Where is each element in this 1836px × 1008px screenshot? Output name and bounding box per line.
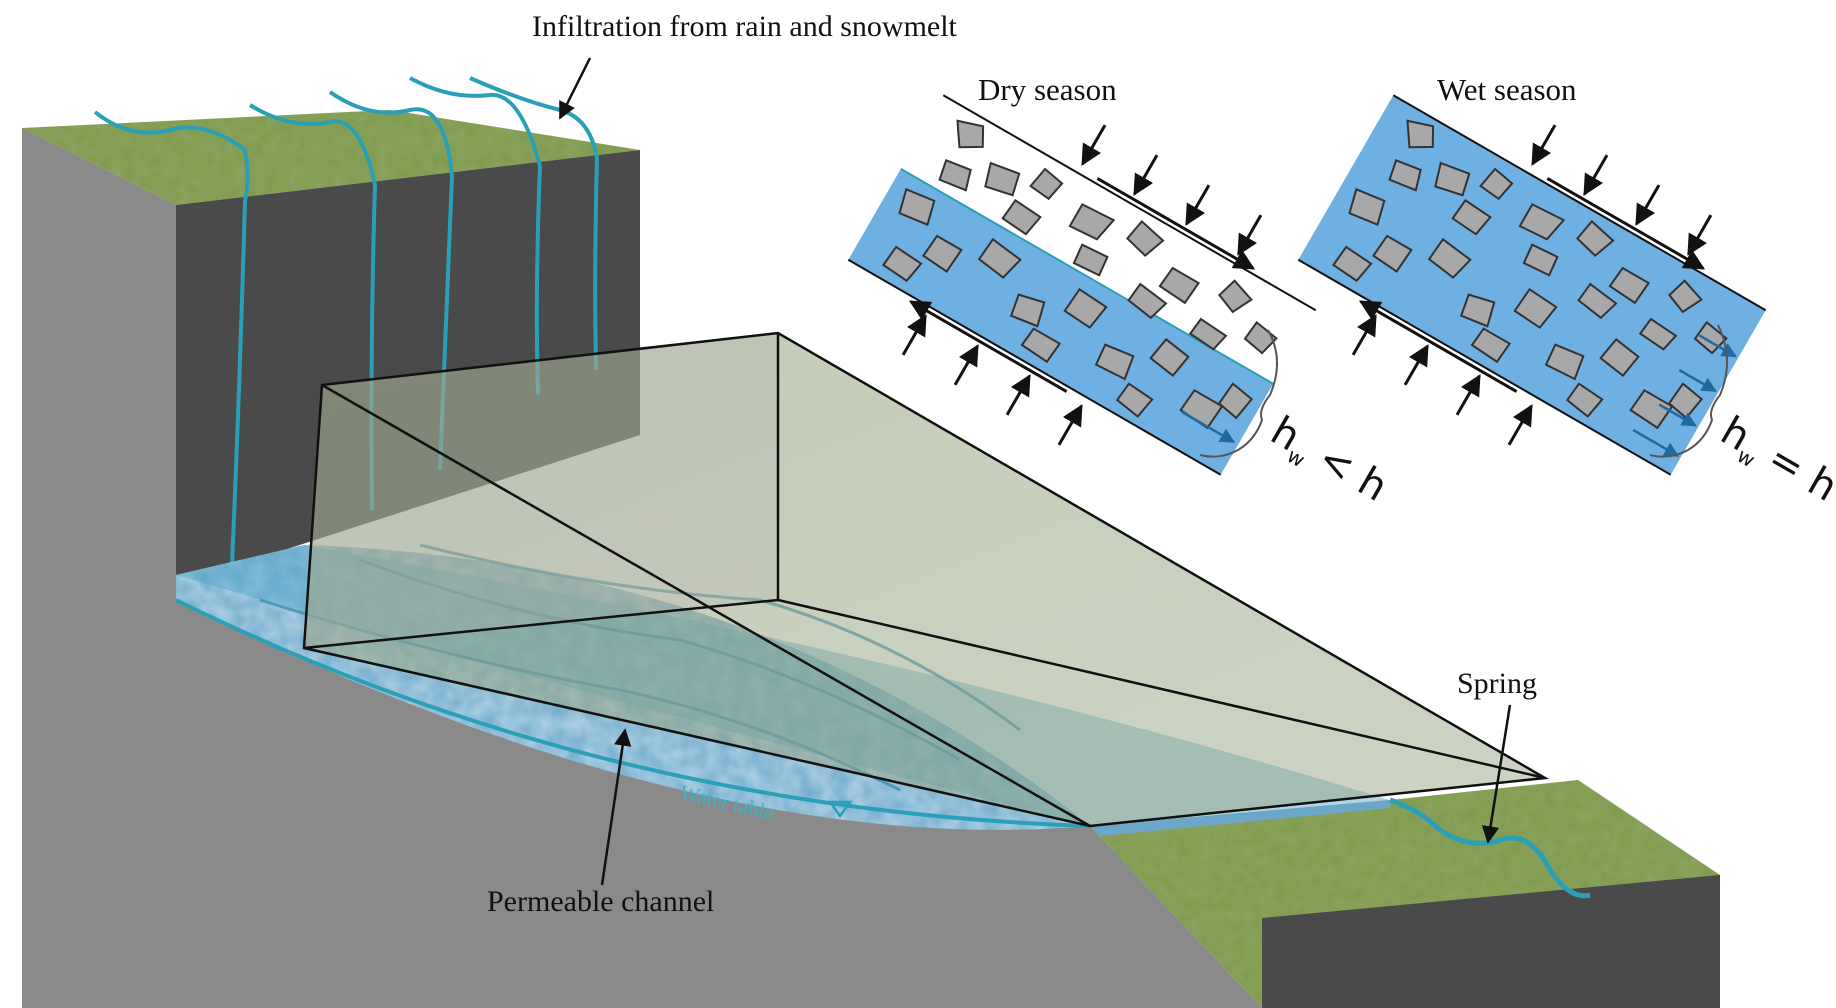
infiltration-label: Infiltration from rain and snowmelt xyxy=(532,10,957,43)
water-table-marker xyxy=(827,800,853,819)
dry-season-inset xyxy=(847,94,1317,476)
lower-bench-face xyxy=(1262,875,1720,1008)
spring-label: Spring xyxy=(1457,667,1538,700)
wet-thickness-brace xyxy=(1649,324,1729,458)
channel-arrow xyxy=(600,728,632,886)
dry-season-title: Dry season xyxy=(978,72,1117,107)
wet-season-title: Wet season xyxy=(1437,72,1577,107)
dry-thickness-brace xyxy=(1199,329,1279,458)
water-table-line xyxy=(175,598,1091,828)
lower-grass-texture xyxy=(1090,780,1720,1008)
permeable-channel-label: Permeable channel xyxy=(487,885,715,918)
wet-season-inset xyxy=(1297,94,1767,476)
cliff-face xyxy=(176,150,640,585)
spring-stream xyxy=(1389,797,1591,899)
ground-block xyxy=(22,128,1262,1008)
upper-grass-texture xyxy=(22,110,640,205)
unit-volume-prism xyxy=(302,331,1549,828)
infiltration-arrow xyxy=(558,57,592,120)
spring-arrow xyxy=(1481,704,1512,844)
lower-channel-slab xyxy=(1090,800,1390,836)
